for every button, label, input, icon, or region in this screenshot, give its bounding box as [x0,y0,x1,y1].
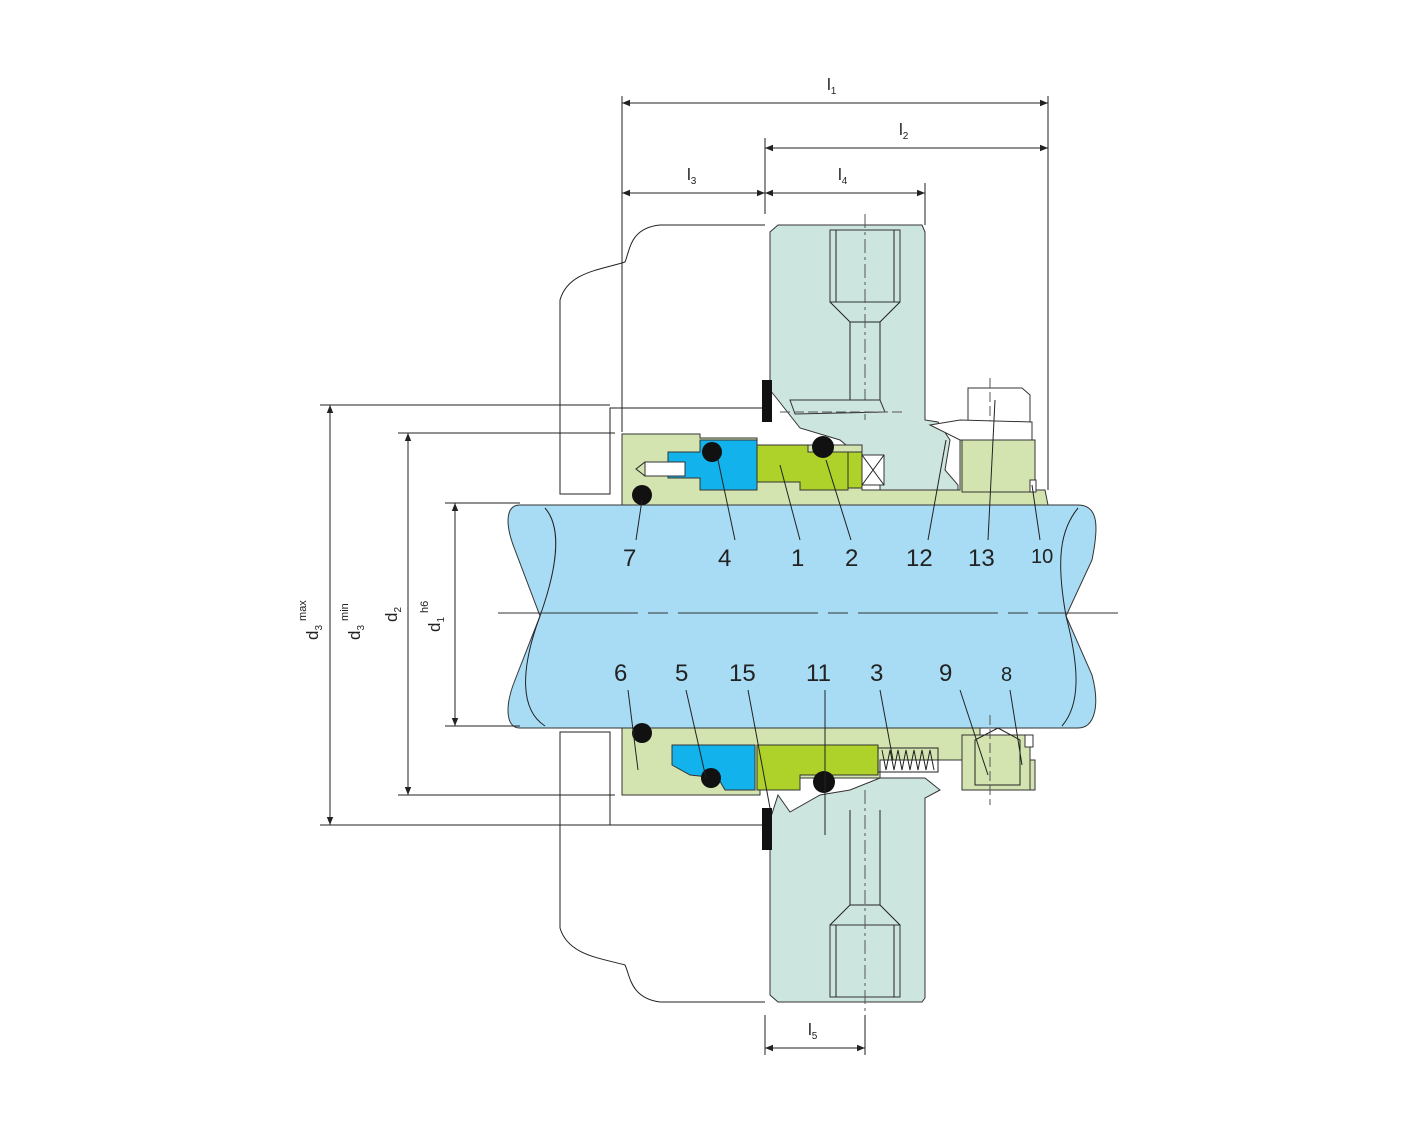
o-ring-5 [701,768,721,788]
face-lower [756,744,879,791]
shaft-break-right [1060,507,1079,727]
dim-d3min: d3min [339,603,367,640]
dim-l1: l1 [827,75,837,97]
dim-d3max: d3max [297,600,325,640]
gasket-lower [762,808,772,850]
port-lower [829,790,901,1020]
label-5: 5 [675,660,688,687]
part-labels-upper: 7 4 1 2 12 13 10 [623,545,1053,572]
part-labels-lower: 6 5 15 11 3 9 8 [614,660,1012,687]
label-2: 2 [845,545,858,572]
gasket-upper [762,380,772,422]
label-8: 8 [1001,664,1012,686]
seat-lower [671,744,756,791]
o-rings [632,436,835,793]
label-6: 6 [614,660,627,687]
label-12: 12 [906,545,933,572]
o-ring-6 [632,723,652,743]
label-7: 7 [623,545,636,572]
o-ring-11 [813,771,835,793]
collar-upper [961,439,1036,493]
label-13: 13 [968,545,995,572]
casing-outline-lower [559,731,765,1003]
label-1: 1 [791,545,804,572]
spring-lower [881,749,935,771]
dim-d2: d2 [382,607,404,622]
label-15: 15 [729,660,756,687]
port-upper [780,214,905,420]
o-ring-2 [812,436,834,458]
dim-d1: d1h6 [419,601,447,632]
dim-l4: l4 [838,165,848,187]
label-11: 11 [806,660,831,687]
dimension-labels: l1 l2 l3 l4 l5 d3max d3min d2 d1h6 [297,75,909,1042]
leader-lines [627,399,1041,835]
dim-l5: l5 [808,1020,818,1042]
o-ring-4 [702,442,722,462]
dim-l3: l3 [687,165,697,187]
dim-l2: l2 [899,120,909,142]
set-screw-head [967,387,1031,423]
seat-upper [667,439,758,491]
dimension-lines [320,96,1049,1055]
label-3: 3 [870,660,883,687]
label-4: 4 [718,545,731,572]
label-10: 10 [1031,546,1053,568]
o-ring-7 [632,485,652,505]
shaft-break-left [525,507,557,727]
casing-outline-upper [559,224,765,495]
label-9: 9 [939,660,952,687]
shaft [507,504,1097,729]
spring-block-upper [847,451,863,489]
